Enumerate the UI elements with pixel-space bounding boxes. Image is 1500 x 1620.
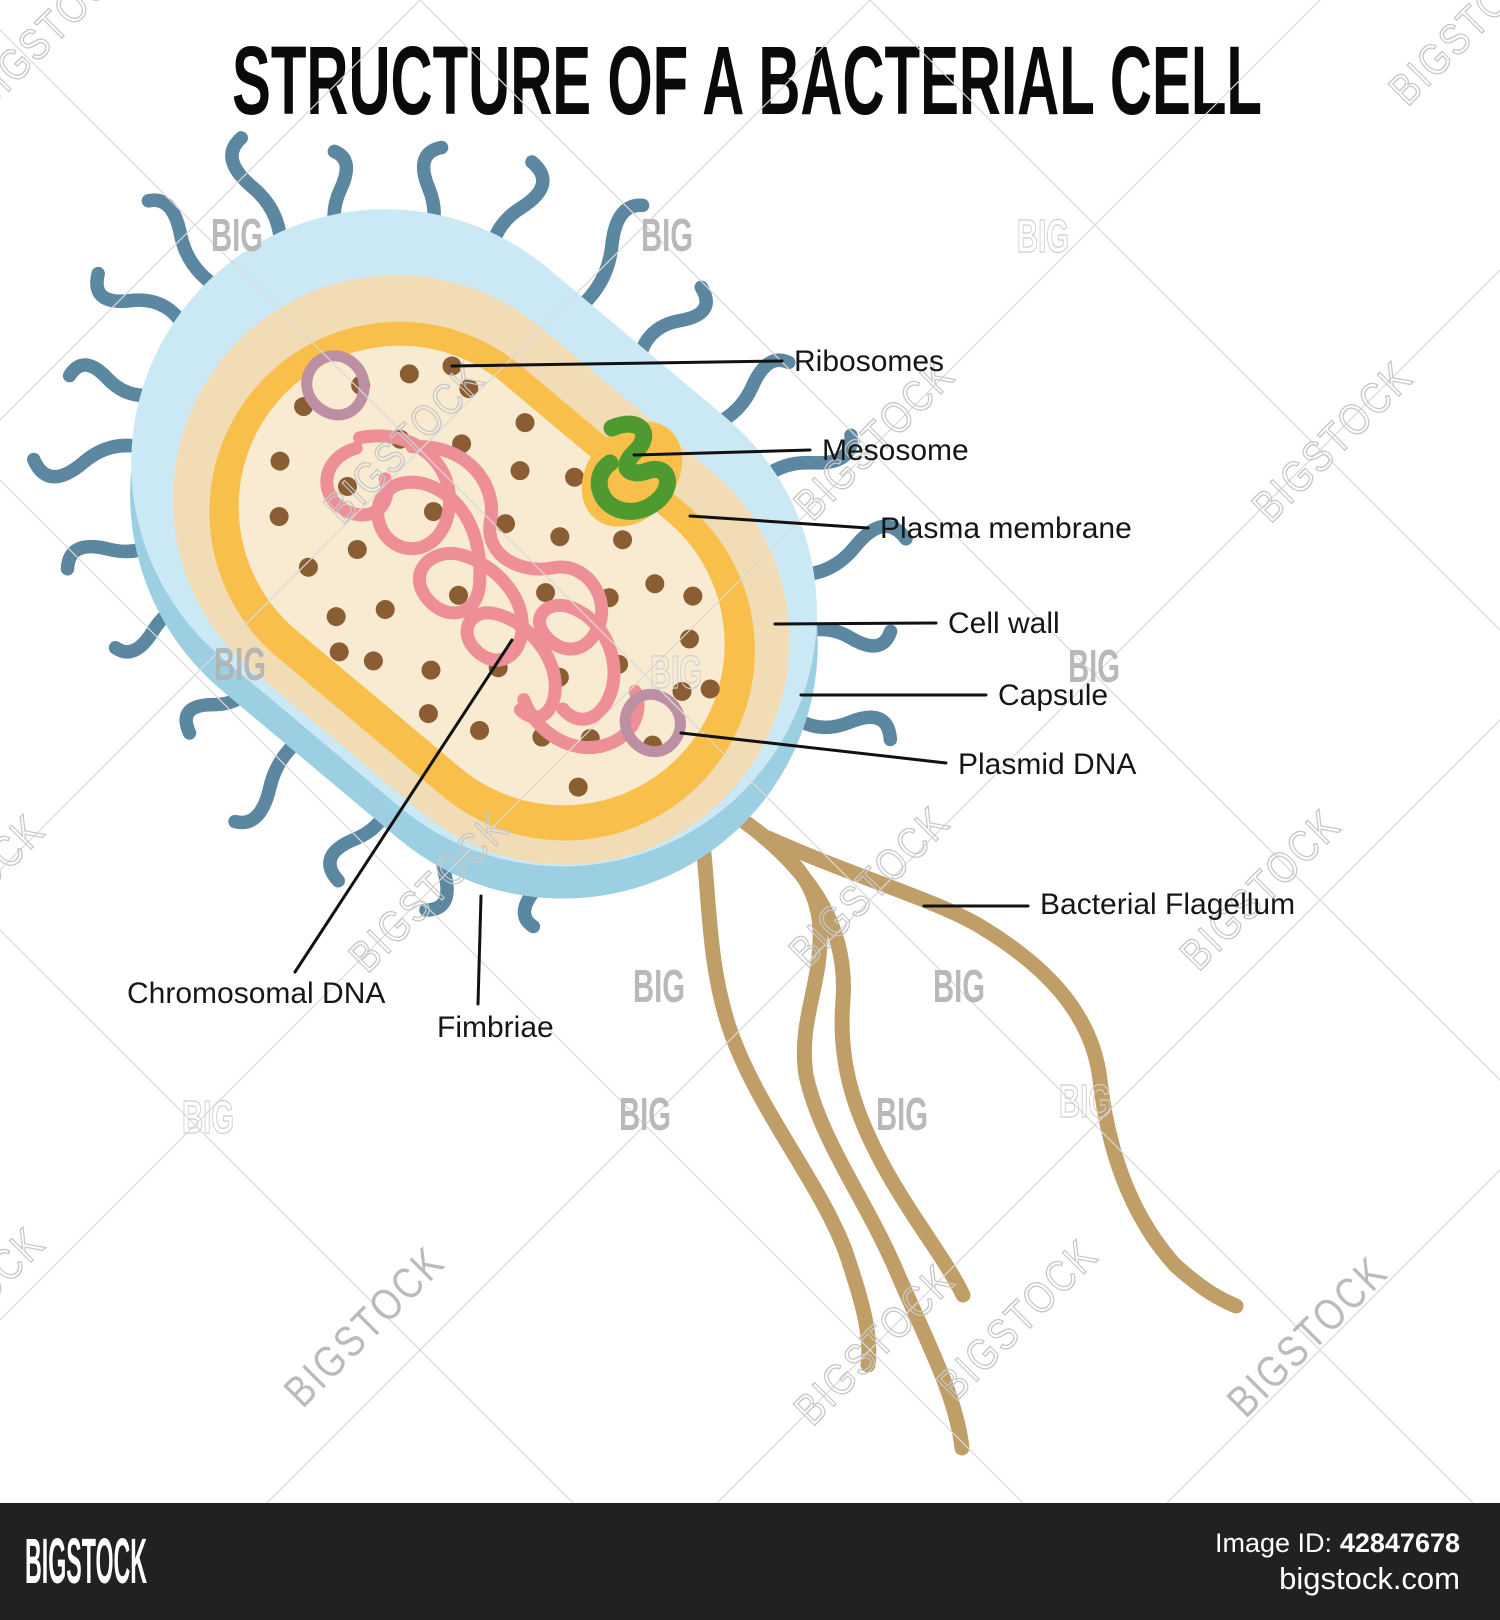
label-plasmid-dna: Plasmid DNA xyxy=(958,748,1136,781)
leader-plasma-membrane xyxy=(688,514,870,530)
ribosome-dot xyxy=(672,681,692,701)
ribosome-dot xyxy=(298,557,318,577)
page-title: STRUCTURE OF A BACTERIAL CELL xyxy=(232,26,1262,135)
flagella-group xyxy=(687,782,1244,1456)
ribosome-dot xyxy=(347,539,367,559)
plasmid-ring xyxy=(619,688,686,758)
watermark-text: BIG xyxy=(1068,640,1120,692)
mesosome-blob xyxy=(581,415,683,527)
watermark-text: BIG xyxy=(1059,1075,1111,1127)
watermark-text: BIG xyxy=(876,1088,928,1140)
leader-mesosome xyxy=(632,448,812,457)
ribosome-dot xyxy=(700,679,720,699)
image-id-label: Image ID: xyxy=(1215,1528,1332,1558)
watermark-diagonal-line xyxy=(0,479,1141,1620)
ribosome-dot xyxy=(565,467,585,487)
leader-chromosomal-dna xyxy=(293,638,514,974)
flagellum xyxy=(760,830,1244,1314)
ribosome-dot xyxy=(329,642,349,662)
leader-lines xyxy=(293,359,1030,1006)
watermark-text: BIG xyxy=(182,1091,234,1143)
ribosome-dot xyxy=(363,651,383,671)
image-id-value: 42847678 xyxy=(1340,1528,1460,1558)
ribosome-dot xyxy=(423,502,443,522)
ribosome-dot xyxy=(421,660,441,680)
ribosome-dot xyxy=(495,514,515,534)
flagellum xyxy=(687,782,877,1373)
ribosome-dot xyxy=(550,527,570,547)
watermark-diagonal-line xyxy=(0,0,421,421)
label-bacterial-flagellum: Bacterial Flagellum xyxy=(1040,888,1295,921)
watermark-text: BIG xyxy=(633,960,685,1012)
label-capsule: Capsule xyxy=(998,679,1108,712)
ribosome-dot xyxy=(536,583,556,603)
watermark-text: BIG xyxy=(211,209,263,261)
fimbria xyxy=(141,193,234,300)
ribosome-dot xyxy=(568,777,588,797)
watermark-text: BIG xyxy=(933,960,985,1012)
ribosome-dot xyxy=(613,530,633,550)
label-cell-wall: Cell wall xyxy=(948,607,1060,640)
bigstock-logo: BIGSTOCK xyxy=(25,1525,147,1597)
chromosomal-dna-tangle xyxy=(320,429,645,754)
watermark-diagonal-line xyxy=(869,0,1500,631)
ribosome-dot xyxy=(375,599,395,619)
ribosome-dot xyxy=(449,585,469,605)
footer-background xyxy=(0,1503,1500,1620)
label-chromosomal-dna: Chromosomal DNA xyxy=(127,977,385,1010)
watermark-diagonal-line xyxy=(0,29,1500,1531)
bacterial-cell-body xyxy=(26,131,913,934)
ribosome-dot xyxy=(515,413,535,433)
mesosome-green xyxy=(590,415,676,520)
leader-plasmid-dna xyxy=(679,731,948,765)
watermark-text: BIG xyxy=(214,638,266,690)
ribosome-dot xyxy=(683,586,703,606)
label-mesosome: Mesosome xyxy=(822,434,969,467)
plasmid-ring xyxy=(301,350,370,421)
ribosome-dot xyxy=(459,379,479,399)
ribosome-dot xyxy=(645,574,665,594)
leader-ribosomes xyxy=(450,359,784,368)
footer-bar: BIGSTOCK Image ID: 42847678 bigstock.com xyxy=(0,1503,1500,1620)
watermark-diagonal-line xyxy=(0,929,691,1620)
leader-cell-wall xyxy=(773,621,938,626)
ribosome-dot xyxy=(326,607,346,627)
watermark-text: BIG xyxy=(619,1088,671,1140)
label-plasma-membrane: Plasma membrane xyxy=(880,512,1132,545)
label-fimbriae: Fimbriae xyxy=(437,1011,554,1044)
ribosome-dot xyxy=(270,451,290,471)
ribosome-dot xyxy=(679,629,699,649)
watermark-diagonal-line xyxy=(599,719,1500,1620)
part-labels: Ribosomes Mesosome Plasma membrane Cell … xyxy=(127,345,1295,1044)
ribosome-dot xyxy=(399,364,419,384)
ribosome-dot xyxy=(418,704,438,724)
watermark-text: BIG xyxy=(1017,210,1069,262)
ribosome-dot xyxy=(269,507,289,527)
ribosome-dot xyxy=(510,461,530,481)
fimbria xyxy=(90,266,196,343)
ribosome-dot xyxy=(470,720,490,740)
label-ribosomes: Ribosomes xyxy=(794,345,944,378)
watermark-diagonal-line xyxy=(419,0,1500,1081)
watermark-text: BIG xyxy=(650,646,702,698)
watermark-diagonal-line xyxy=(0,0,1321,1321)
watermark-diagonal-line xyxy=(1049,1169,1500,1620)
ribosome-dot xyxy=(337,476,357,496)
site-link: bigstock.com xyxy=(1279,1561,1460,1596)
flagellum xyxy=(737,814,971,1303)
watermark-diagonal-line xyxy=(0,0,871,871)
leader-fimbriae xyxy=(476,894,483,1006)
watermark-text: BIG xyxy=(641,209,693,261)
